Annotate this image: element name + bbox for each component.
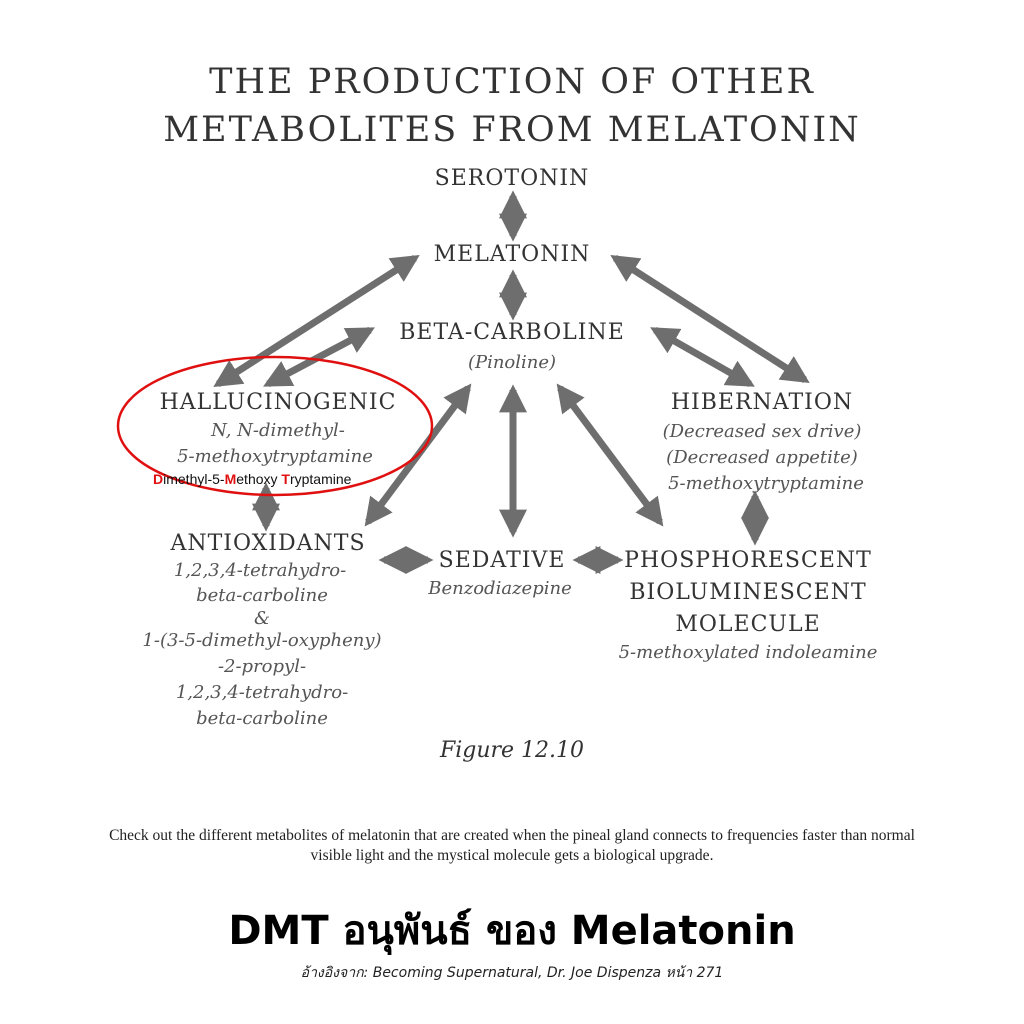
arrow-beta-carboline-hibernation (650, 326, 755, 388)
antioxidants-line: 1-(3-5-dimethyl-oxypheny) (142, 630, 382, 651)
node-sedative: SEDATIVE (438, 548, 566, 573)
antioxidants-line: beta-carboline (196, 708, 328, 729)
reference-note: อ้างอิงจาก: Becoming Supernatural, Dr. J… (300, 965, 724, 981)
hibernation-sub3: 5-methoxytryptamine (668, 473, 864, 494)
node-beta-carboline: BETA-CARBOLINE (399, 320, 625, 345)
hallucinogenic-sub2: 5-methoxytryptamine (177, 446, 373, 467)
antioxidants-line: & (253, 608, 271, 629)
hallucinogenic-sub1: N, N-dimethyl- (211, 420, 345, 441)
dmt-letter-t: T (281, 471, 290, 487)
node-bioluminescent: BIOLUMINESCENT (629, 580, 867, 605)
node-phosphorescent: PHOSPHORESCENT (624, 548, 872, 573)
node-hallucinogenic: HALLUCINOGENIC (159, 390, 397, 415)
metabolite-diagram: THE PRODUCTION OF OTHER METABOLITES FROM… (116, 62, 878, 763)
dmt-annotation: Dimethyl-5-Methoxy Tryptamine (153, 471, 352, 487)
antioxidants-line: -2-propyl- (217, 656, 307, 677)
highlight-circle (116, 355, 434, 497)
diagram-title-line1: THE PRODUCTION OF OTHER (209, 62, 815, 102)
figure-label: Figure 12.10 (439, 738, 585, 763)
dmt-letter-m: M (224, 471, 237, 487)
node-hibernation: HIBERNATION (670, 390, 854, 415)
node-molecule: MOLECULE (675, 612, 821, 637)
node-serotonin: SEROTONIN (434, 166, 590, 191)
dmt-letter-d: D (153, 471, 164, 487)
hibernation-sub1: (Decreased sex drive) (662, 421, 862, 442)
arrow-beta-carboline-hallucinogenic (263, 326, 375, 388)
phosphorescent-sub: 5-methoxylated indoleamine (618, 642, 878, 663)
arrow-beta-carboline-phosphorescent (556, 383, 664, 527)
antioxidants-line: beta-carboline (196, 585, 328, 606)
arrow-melatonin-hibernation (610, 254, 810, 384)
caption: Check out the different metabolites of m… (109, 827, 915, 864)
beta-carboline-sub: (Pinoline) (467, 352, 557, 373)
sedative-sub: Benzodiazepine (428, 578, 572, 599)
antioxidants-line: 1,2,3,4-tetrahydro- (175, 682, 349, 703)
arrow-melatonin-hallucinogenic (213, 254, 420, 388)
arrow-layer (116, 190, 810, 574)
diagram-title-line2: METABOLITES FROM MELATONIN (163, 110, 861, 150)
node-antioxidants: ANTIOXIDANTS (170, 531, 366, 556)
antioxidants-line: 1,2,3,4-tetrahydro- (173, 560, 347, 581)
main-heading: DMT อนุพันธ์ ของ Melatonin (228, 908, 796, 954)
hibernation-sub2: (Decreased appetite) (666, 447, 858, 468)
node-melatonin: MELATONIN (433, 242, 591, 267)
